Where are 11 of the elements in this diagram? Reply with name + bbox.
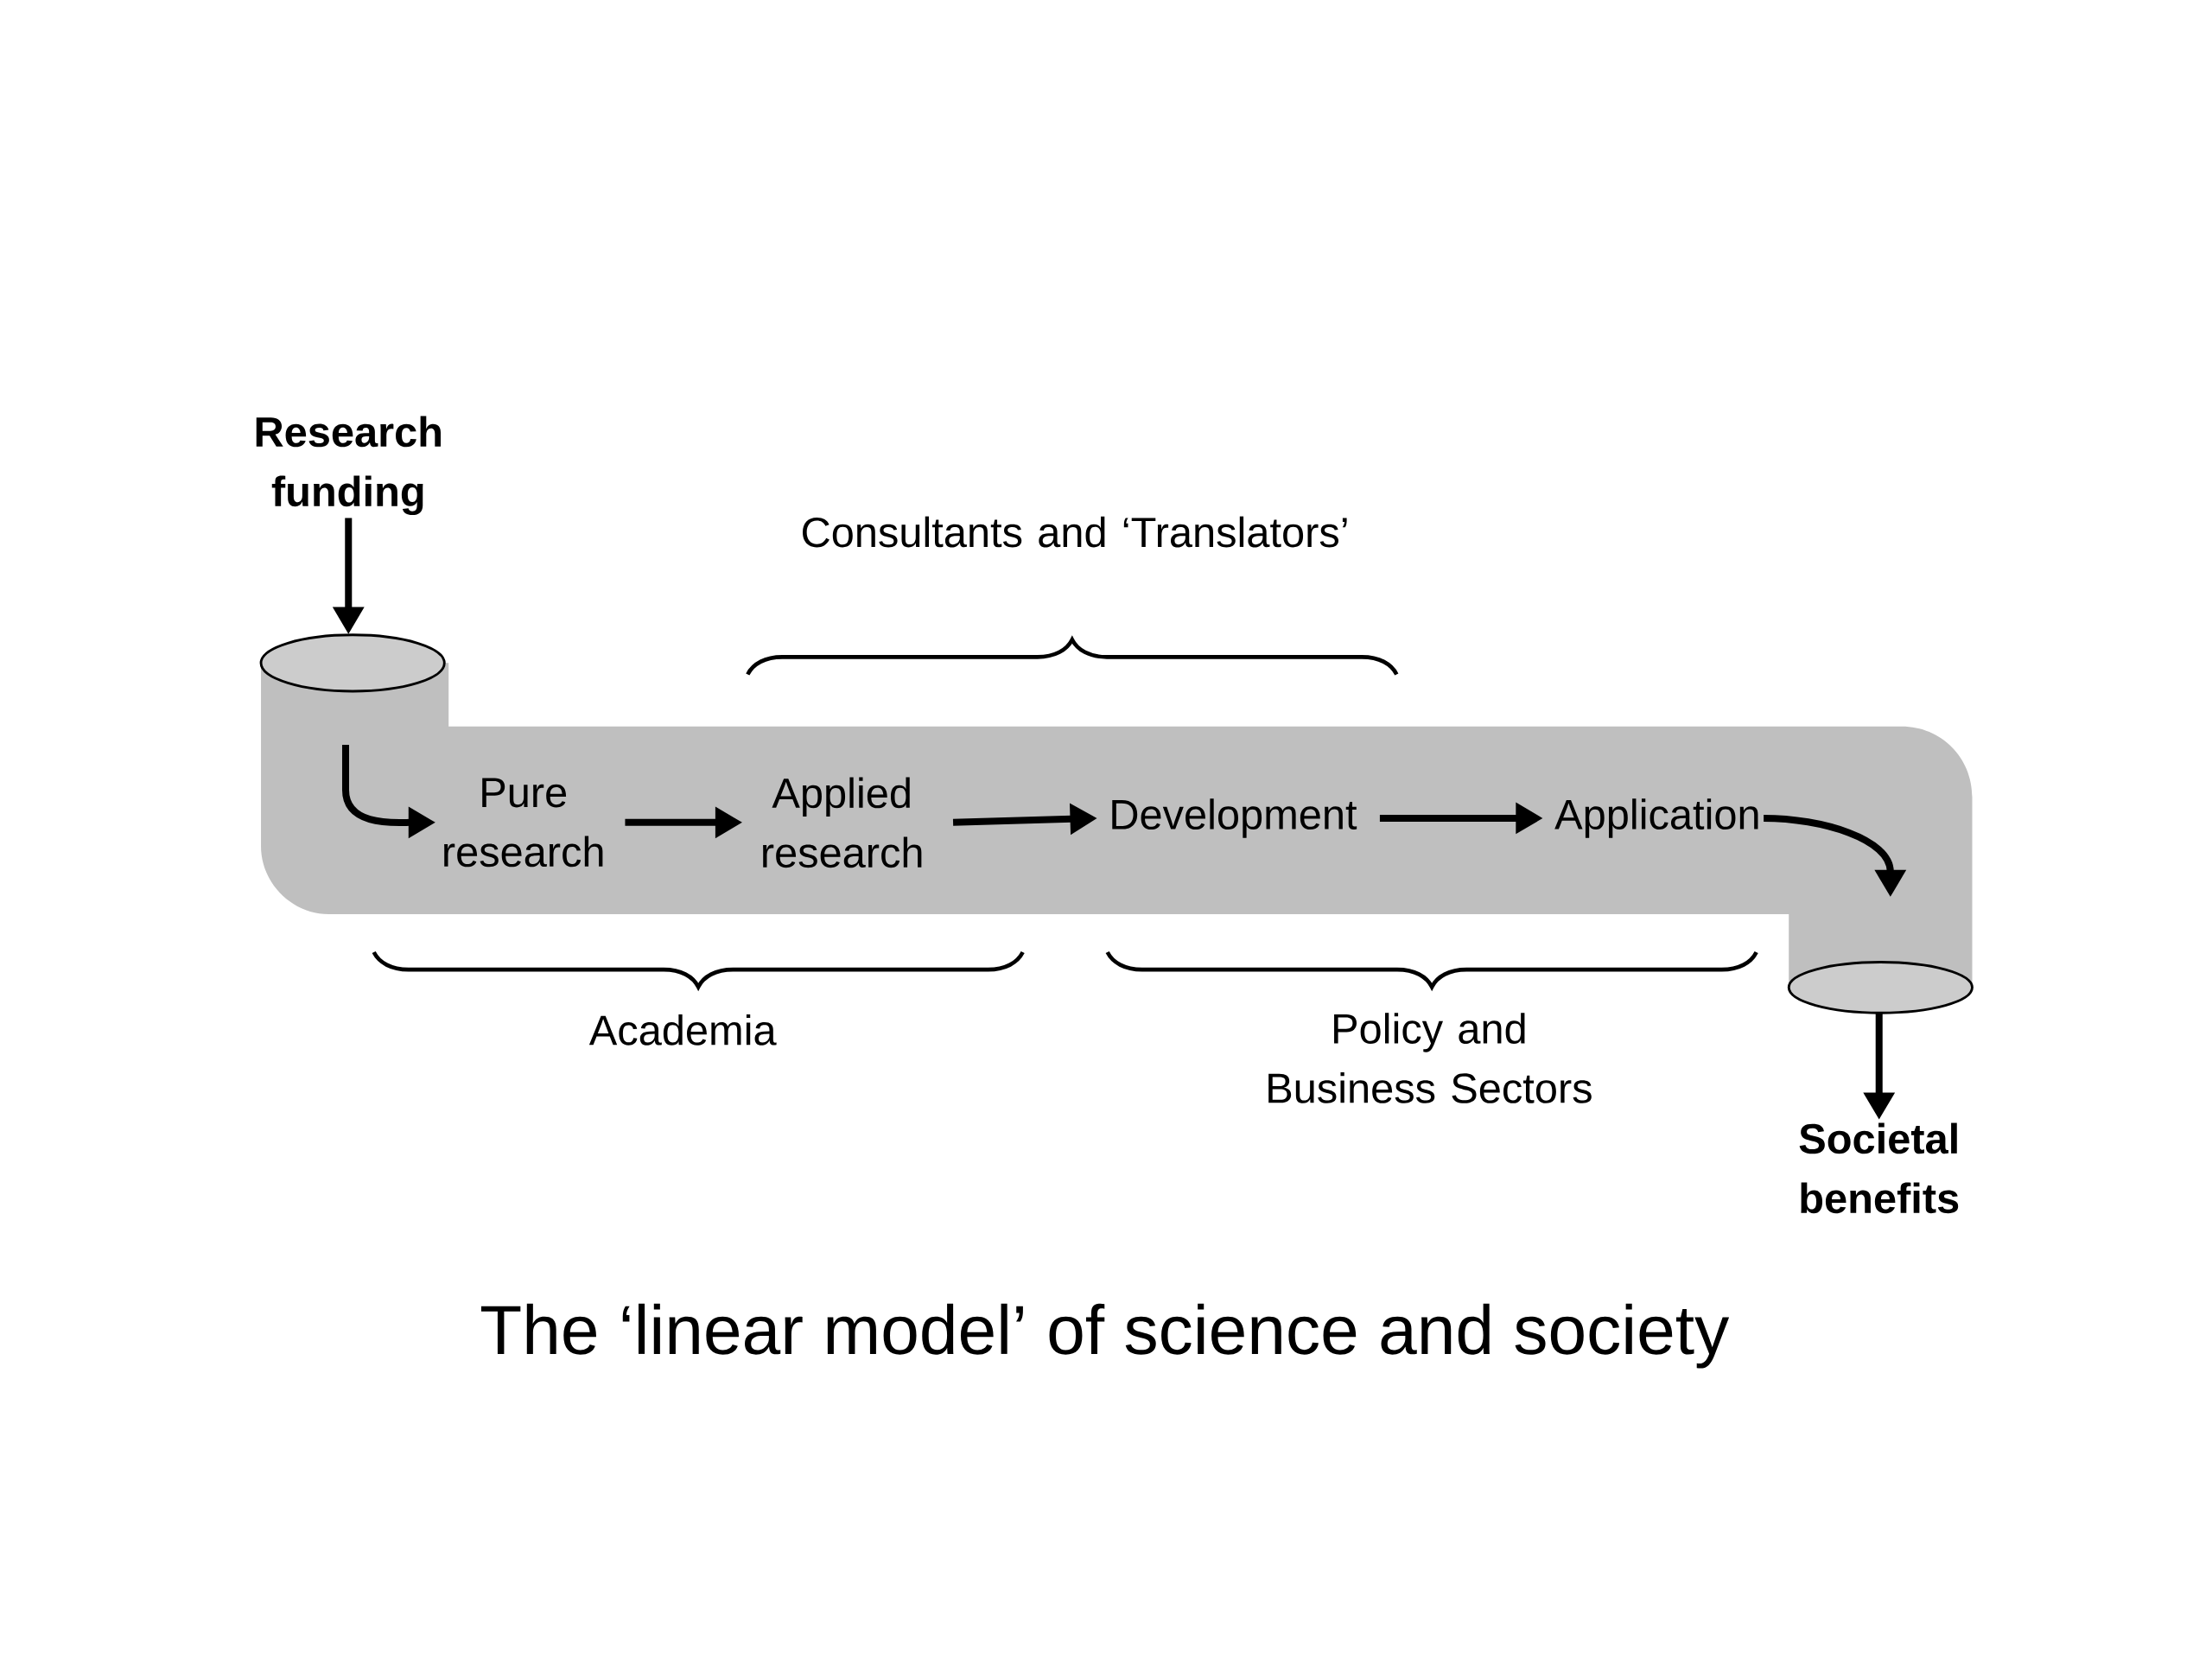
pipe-drawing <box>259 633 1974 1014</box>
stage-label: Application <box>1554 798 1758 838</box>
node-label: Societal benefits <box>1784 1120 1974 1217</box>
stage-label: Pure research <box>444 778 603 868</box>
brace-label: Academia <box>588 1014 777 1046</box>
brace-label: Policy and Business Sectors <box>1268 1013 1592 1103</box>
stage-label: Applied research <box>763 777 922 868</box>
node-label: Research funding <box>239 413 457 518</box>
caption: The ‘linear model’ of science and society <box>480 1303 1730 1369</box>
brace-label: Consultants and ‘Translators’ <box>803 516 1347 548</box>
stage-label: Development <box>1112 798 1357 838</box>
